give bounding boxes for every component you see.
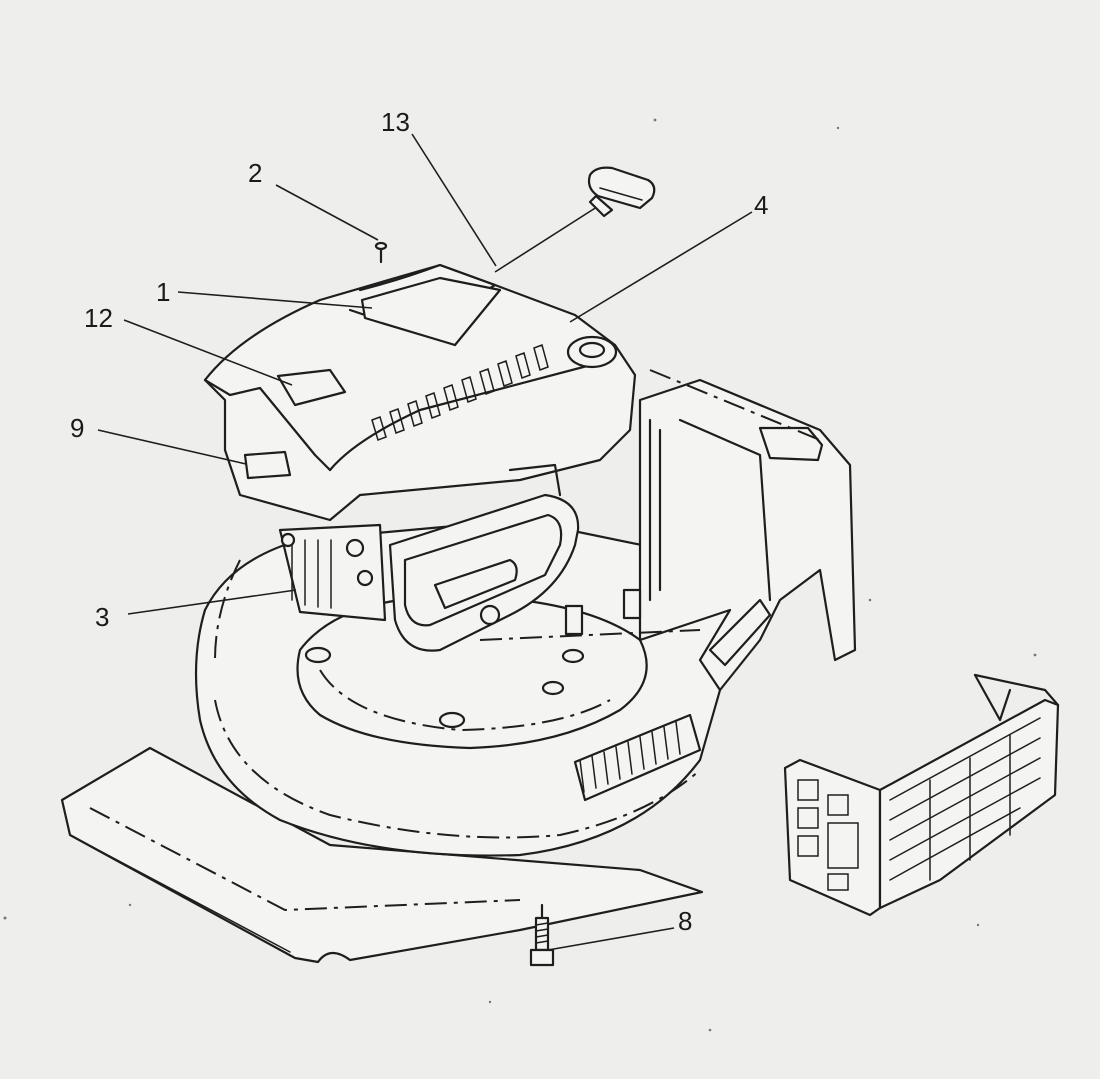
callout-2: 2 — [248, 158, 262, 188]
side-label — [276, 368, 347, 407]
engine-block — [278, 523, 387, 622]
deck-vents — [573, 713, 702, 802]
leader-2 — [275, 184, 379, 241]
leader-1 — [177, 291, 373, 309]
leader-8 — [547, 927, 675, 951]
leader-4 — [569, 211, 753, 323]
rear-frame — [479, 369, 857, 692]
top-label-panel — [360, 276, 502, 347]
leader-13 — [411, 133, 497, 267]
callout-8: 8 — [678, 906, 692, 936]
leader-lines — [97, 133, 753, 951]
leader-12 — [123, 319, 293, 386]
callout-12: 12 — [84, 303, 113, 333]
front-label — [243, 450, 292, 480]
callout-9: 9 — [70, 413, 84, 443]
engine-shroud — [203, 263, 637, 522]
leader-3 — [127, 589, 297, 615]
callout-1: 1 — [156, 277, 170, 307]
air-filter-housing — [388, 463, 580, 652]
callout-4: 4 — [754, 190, 768, 220]
leader-9 — [97, 429, 247, 465]
scan-specks — [3, 118, 1037, 1032]
callouts: 1 2 3 4 8 9 12 13 — [70, 107, 768, 936]
grille-openings — [797, 717, 1041, 891]
fuel-cap — [566, 335, 618, 369]
shroud-cooling-slots — [371, 344, 549, 441]
grass-catcher-grille — [783, 673, 1060, 917]
screw — [374, 241, 388, 264]
starter-handle — [587, 166, 656, 210]
starter-cable — [494, 194, 614, 273]
callout-13: 13 — [381, 107, 410, 137]
callout-3: 3 — [95, 602, 109, 632]
